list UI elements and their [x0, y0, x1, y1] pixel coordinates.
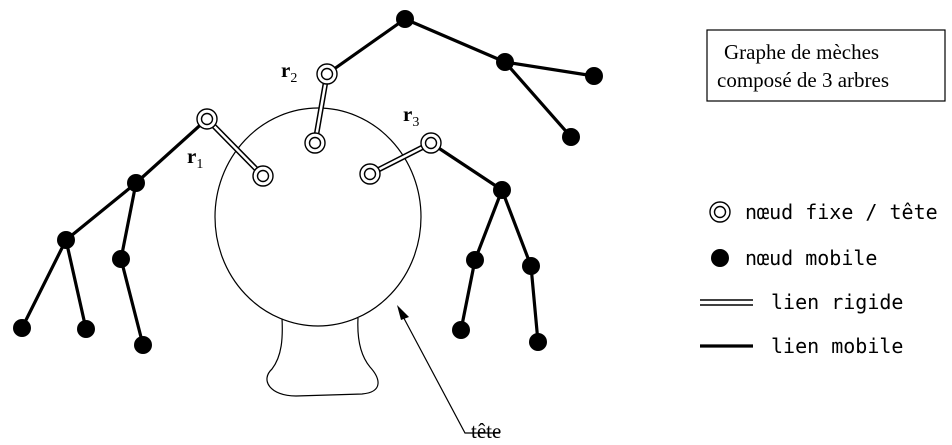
- mobile-node: [127, 174, 145, 192]
- mobile-link: [503, 60, 573, 139]
- mobile-node: [452, 321, 470, 339]
- mobile-link: [500, 188, 533, 268]
- mobile-node: [529, 333, 547, 351]
- fixed-node-r1: [196, 108, 218, 130]
- mobile-link: [429, 141, 504, 192]
- head-outline: [214, 107, 422, 327]
- mobile-node: [466, 251, 484, 269]
- mobile-links: [20, 17, 596, 347]
- double-line-icon: [700, 299, 753, 306]
- mobile-link: [64, 238, 88, 331]
- legend-label-mobile-node: nœud mobile: [745, 246, 877, 270]
- mobile-node: [134, 336, 152, 354]
- mobile-node: [585, 67, 603, 85]
- neck-outline: [266, 317, 379, 397]
- legend-label-mobile-link: lien mobile: [771, 334, 903, 358]
- fixed-node-r3: [420, 132, 442, 154]
- filled-circle-icon: [711, 249, 729, 267]
- mobile-nodes: [13, 10, 603, 354]
- mobile-link: [20, 238, 68, 330]
- mobile-node: [77, 320, 95, 338]
- head-figure: [214, 107, 422, 397]
- legend-item-fixed-node: nœud fixe / tête: [709, 200, 938, 224]
- mobile-node: [522, 257, 540, 275]
- mobile-node: [396, 10, 414, 28]
- mobile-link: [134, 117, 209, 185]
- mobile-node: [493, 181, 511, 199]
- fixed-node-head-3: [359, 163, 381, 185]
- rigid-link-r2: [312, 71, 330, 146]
- legend: nœud fixe / tête nœud mobile lien rigide…: [700, 200, 938, 358]
- legend-label-fixed-node: nœud fixe / tête: [745, 200, 938, 224]
- mobile-link: [119, 181, 138, 261]
- fixed-node-r2: [316, 63, 338, 85]
- title-line-2: composé de 3 arbres: [717, 68, 889, 92]
- mobile-link: [119, 257, 145, 347]
- mobile-node: [496, 53, 514, 71]
- root-label-r1: r1: [187, 144, 203, 172]
- legend-item-mobile-node: nœud mobile: [711, 246, 877, 270]
- legend-item-rigid-link: lien rigide: [700, 290, 903, 314]
- mobile-node: [562, 128, 580, 146]
- mobile-node: [13, 319, 31, 337]
- mobile-link: [325, 17, 407, 76]
- mobile-link: [503, 60, 596, 78]
- mobile-link: [459, 258, 477, 332]
- rigid-link-r3: [367, 140, 434, 177]
- fixed-nodes: [196, 63, 442, 187]
- legend-label-rigid-link: lien rigide: [771, 290, 903, 314]
- double-circle-icon: [709, 201, 731, 223]
- rigid-link-r1: [204, 116, 266, 179]
- arrowhead-icon: [397, 305, 409, 320]
- mobile-link: [473, 188, 504, 262]
- mobile-node: [57, 231, 75, 249]
- mobile-link: [529, 264, 540, 344]
- title-line-1: Graphe de mèches: [724, 40, 879, 64]
- fixed-node-head-2: [304, 132, 326, 154]
- title-box: Graphe de mèches composé de 3 arbres: [706, 29, 946, 102]
- root-label-r2: r2: [281, 58, 297, 86]
- mobile-link: [403, 17, 507, 64]
- head-label: tête: [471, 419, 501, 443]
- mobile-link: [64, 181, 138, 242]
- legend-item-mobile-link: lien mobile: [700, 334, 903, 358]
- mobile-node: [112, 250, 130, 268]
- head-pointer: tête: [397, 305, 501, 443]
- fixed-node-head-1: [252, 165, 274, 187]
- root-label-r3: r3: [403, 102, 419, 130]
- rigid-links: [204, 71, 434, 179]
